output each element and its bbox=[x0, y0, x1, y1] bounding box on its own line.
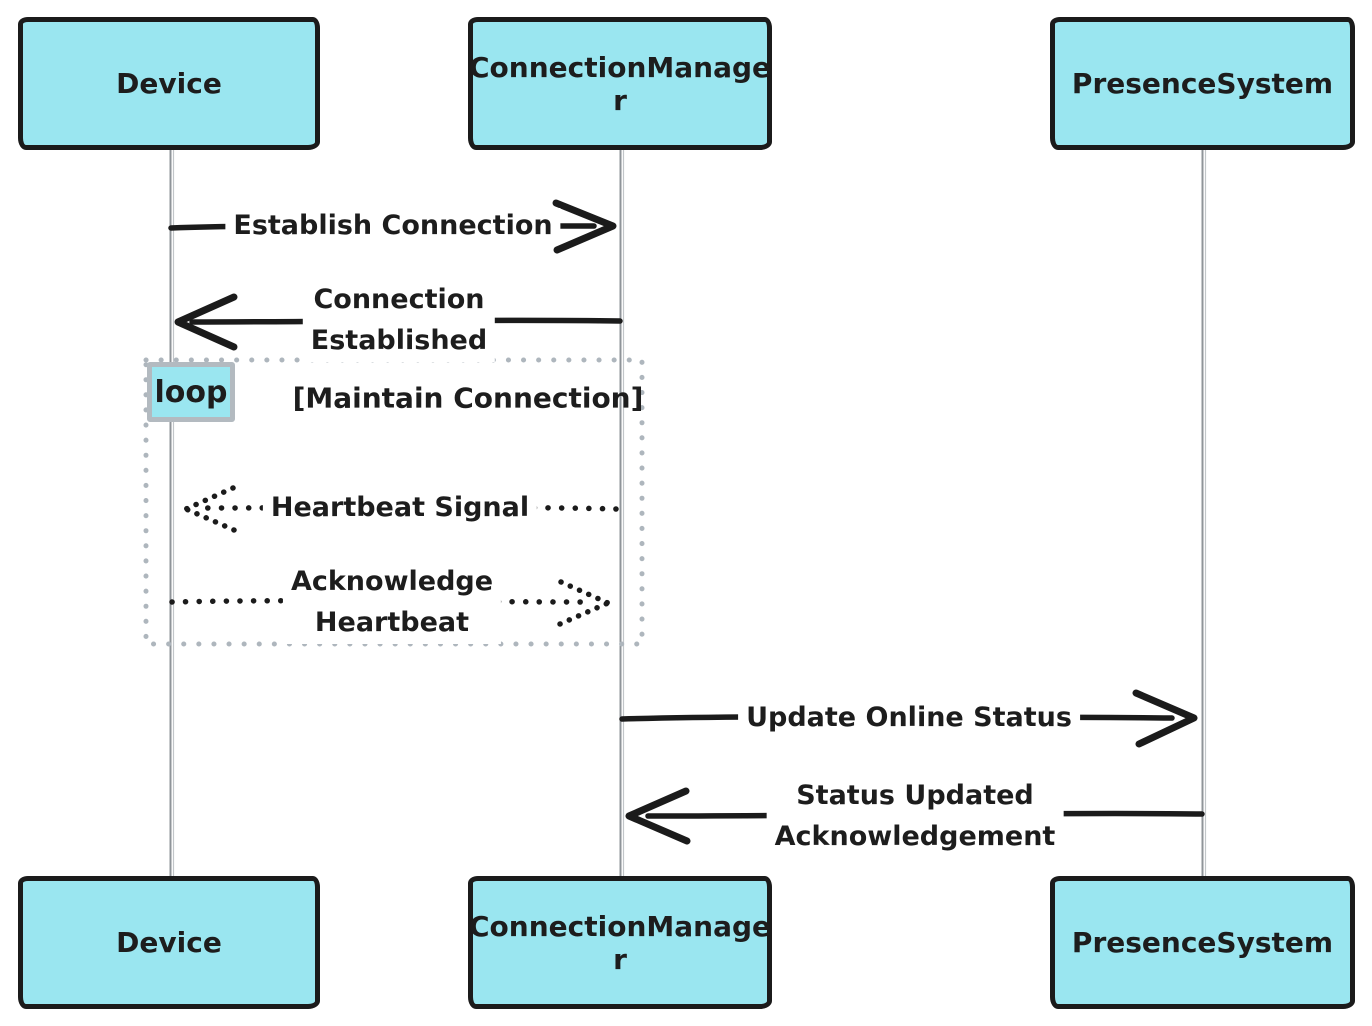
message-label-status-updated-acknowledgement: Status Updated Acknowledgement bbox=[766, 774, 1064, 858]
actor-label: Device bbox=[116, 67, 222, 100]
arrow-shaft-dotted bbox=[193, 504, 619, 512]
actor-box-device-top: Device bbox=[18, 17, 320, 150]
arrowhead-right-dotted-icon bbox=[557, 600, 611, 627]
message-text: Acknowledge bbox=[290, 566, 494, 597]
actor-label-line2: r bbox=[613, 83, 627, 117]
message-label-update-online-status: Update Online Status bbox=[738, 700, 1080, 736]
message-arrow-acknowledge-heartbeat bbox=[169, 579, 611, 627]
arrowhead-left-icon bbox=[625, 787, 691, 845]
arrowhead-left-dotted-icon bbox=[183, 485, 236, 512]
actor-label: ConnectionManage bbox=[469, 50, 772, 84]
loop-fragment-condition: [Maintain Connection] bbox=[292, 381, 644, 415]
message-text-line2: Established bbox=[310, 325, 488, 356]
actor-box-connectionmanager-bottom: ConnectionManage r bbox=[468, 876, 772, 1009]
loop-fragment-label: loop bbox=[147, 362, 235, 422]
lifeline-device bbox=[169, 150, 175, 877]
message-text: Status Updated bbox=[796, 780, 1034, 811]
actor-label: PresenceSystem bbox=[1071, 926, 1334, 959]
message-text: Connection bbox=[313, 284, 485, 315]
actor-label: ConnectionManage bbox=[469, 909, 772, 943]
actor-label: Device bbox=[116, 926, 222, 959]
lifeline-presencesystem bbox=[1201, 150, 1207, 877]
actor-box-connectionmanager-top: ConnectionManage r bbox=[468, 17, 772, 150]
arrowhead-left-dotted-icon bbox=[183, 506, 237, 533]
message-text: Update Online Status bbox=[746, 702, 1072, 733]
arrowhead-left-icon bbox=[174, 293, 238, 351]
actor-label: PresenceSystem bbox=[1071, 67, 1334, 100]
actor-box-device-bottom: Device bbox=[18, 876, 320, 1009]
message-label-establish-connection: Establish Connection bbox=[225, 208, 561, 244]
arrowhead-right-dotted-icon bbox=[558, 579, 611, 606]
actor-label-line2: r bbox=[613, 942, 627, 976]
message-text-line2: Heartbeat bbox=[314, 607, 470, 638]
arrow-shaft-dotted bbox=[169, 597, 587, 605]
lifeline-connectionmanager bbox=[619, 150, 625, 877]
arrowhead-right-icon bbox=[1132, 689, 1198, 748]
arrowhead-right-icon bbox=[552, 199, 617, 254]
message-text-line2: Acknowledgement bbox=[774, 821, 1056, 852]
actor-box-presencesystem-top: PresenceSystem bbox=[1050, 17, 1355, 150]
message-arrow-heartbeat-signal bbox=[183, 485, 619, 533]
message-text: Establish Connection bbox=[233, 210, 553, 241]
actor-box-presencesystem-bottom: PresenceSystem bbox=[1050, 876, 1355, 1009]
message-text: Heartbeat Signal bbox=[270, 492, 530, 523]
message-label-heartbeat-signal: Heartbeat Signal bbox=[262, 490, 538, 526]
message-label-acknowledge-heartbeat: Acknowledge Heartbeat bbox=[282, 560, 502, 644]
message-label-connection-established: Connection Established bbox=[302, 278, 496, 362]
